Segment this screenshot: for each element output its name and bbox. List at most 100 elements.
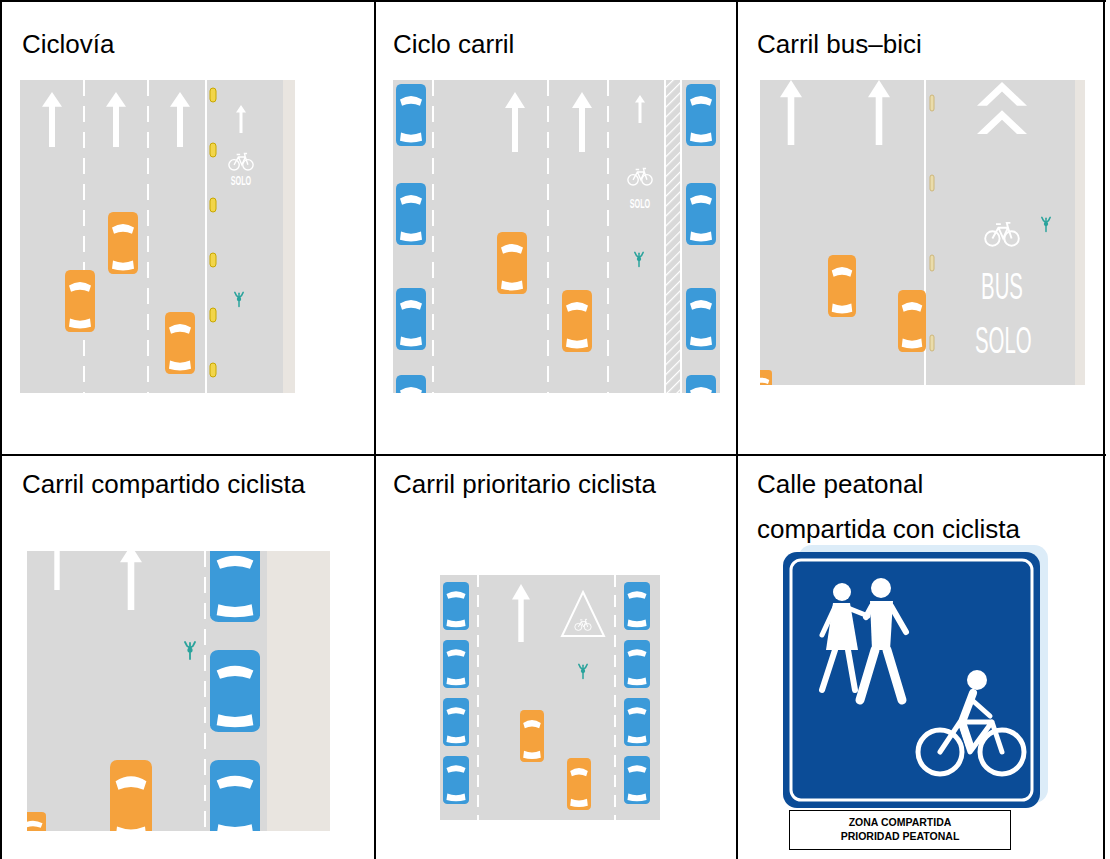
figure-part	[871, 578, 891, 598]
lane-line	[1103, 0, 1105, 859]
road-area	[210, 198, 216, 212]
road-area	[210, 88, 216, 102]
cell-heading: Calle peatonal compartida con ciclista	[757, 462, 1053, 552]
graphic-part	[210, 88, 216, 377]
lane-line	[547, 80, 549, 393]
symbol-instance	[628, 169, 652, 185]
bike-lane-illustration	[393, 80, 720, 393]
lane-line	[204, 551, 206, 831]
symbol-instance	[120, 551, 142, 610]
symbol-instance	[443, 756, 469, 804]
lane-line	[607, 80, 609, 393]
symbol-instance	[106, 92, 126, 147]
bus-bike-lane-illustration	[760, 80, 1085, 385]
symbol-instance	[110, 760, 152, 831]
figure-shape	[562, 592, 604, 636]
symbol-instance	[635, 95, 645, 123]
lane-line	[614, 575, 616, 820]
road-marking-text: BUS	[975, 266, 1029, 306]
graphic-part	[930, 95, 934, 351]
symbol-instance	[42, 92, 62, 147]
symbol-instance	[505, 92, 525, 152]
cell-heading: Ciclovía	[22, 22, 352, 67]
sign-text: ZONA COMPARTIDA	[800, 815, 1000, 829]
symbol-instance	[210, 760, 260, 831]
lane-line	[374, 0, 376, 859]
symbol-instance	[497, 232, 527, 294]
road-area	[210, 143, 216, 157]
graphic-part	[84, 80, 206, 393]
symbol-instance	[686, 288, 716, 350]
road-marking-text: SOLO	[975, 320, 1029, 360]
lane-line	[848, 650, 855, 690]
lane-line	[822, 650, 835, 690]
figure-part	[967, 670, 987, 690]
symbol-instance	[567, 758, 591, 810]
sign-plate: ZONA COMPARTIDAPRIORIDAD PEATONAL	[789, 810, 1011, 850]
symbol-instance	[396, 183, 426, 245]
symbol-instance	[635, 252, 643, 266]
symbol-instance	[65, 270, 95, 332]
lane-line	[432, 80, 434, 393]
road-area	[393, 80, 720, 393]
cell-heading: Carril bus–bici	[757, 22, 1077, 67]
symbol-instance	[48, 551, 66, 590]
shared-zone-sign	[783, 545, 1048, 808]
symbol-instance	[898, 290, 926, 352]
road-area	[210, 308, 216, 322]
symbol-instance	[686, 183, 716, 245]
road-marking-text: SOLO	[624, 197, 656, 212]
road-area	[930, 95, 934, 111]
road-area	[783, 552, 1040, 808]
symbol-instance	[977, 82, 1027, 134]
symbol-instance	[185, 642, 195, 659]
sign-text: PRIORIDAD PEATONAL	[800, 829, 1000, 843]
graphic-part	[433, 80, 681, 393]
road-area	[930, 255, 934, 271]
road-area	[791, 560, 1032, 800]
lane-line	[147, 80, 149, 393]
symbol-instance	[396, 288, 426, 350]
road-area	[283, 80, 295, 393]
lane-line	[0, 0, 2, 859]
lane-line	[83, 80, 85, 393]
symbol-instance	[686, 84, 716, 146]
lane-line	[477, 575, 479, 820]
symbol-instance	[624, 698, 650, 746]
lane-line	[680, 80, 682, 393]
figure-shape	[972, 700, 990, 716]
symbol-instance	[520, 710, 544, 762]
symbol-instance	[443, 698, 469, 746]
symbol-instance	[165, 312, 195, 374]
road-area	[930, 175, 934, 191]
road-marking-text: SOLO	[225, 174, 257, 189]
lane-line	[664, 80, 666, 393]
graphic-part	[918, 693, 1024, 774]
symbol-instance	[27, 812, 46, 831]
bike-path-illustration	[20, 80, 295, 393]
road-area	[210, 363, 216, 377]
symbol-instance	[236, 105, 246, 133]
shared-lane-illustration	[27, 551, 330, 831]
lane-line	[822, 607, 835, 635]
symbol-instance	[686, 375, 716, 393]
symbol-instance	[170, 92, 190, 147]
lane-line	[205, 80, 207, 393]
symbol-instance	[210, 650, 260, 732]
cell-heading: Carril compartido ciclista	[22, 462, 322, 507]
lane-line	[736, 0, 738, 859]
road-area	[666, 80, 680, 393]
symbol-instance	[624, 756, 650, 804]
road-area	[440, 575, 660, 820]
symbol-instance	[1042, 217, 1050, 231]
lane-line	[0, 0, 1106, 2]
figure-part	[833, 583, 851, 601]
lane-line	[887, 650, 902, 700]
symbol-instance	[985, 223, 1019, 246]
symbol-instance	[575, 619, 591, 630]
lane-line	[0, 454, 1106, 456]
road-area	[1075, 80, 1085, 385]
